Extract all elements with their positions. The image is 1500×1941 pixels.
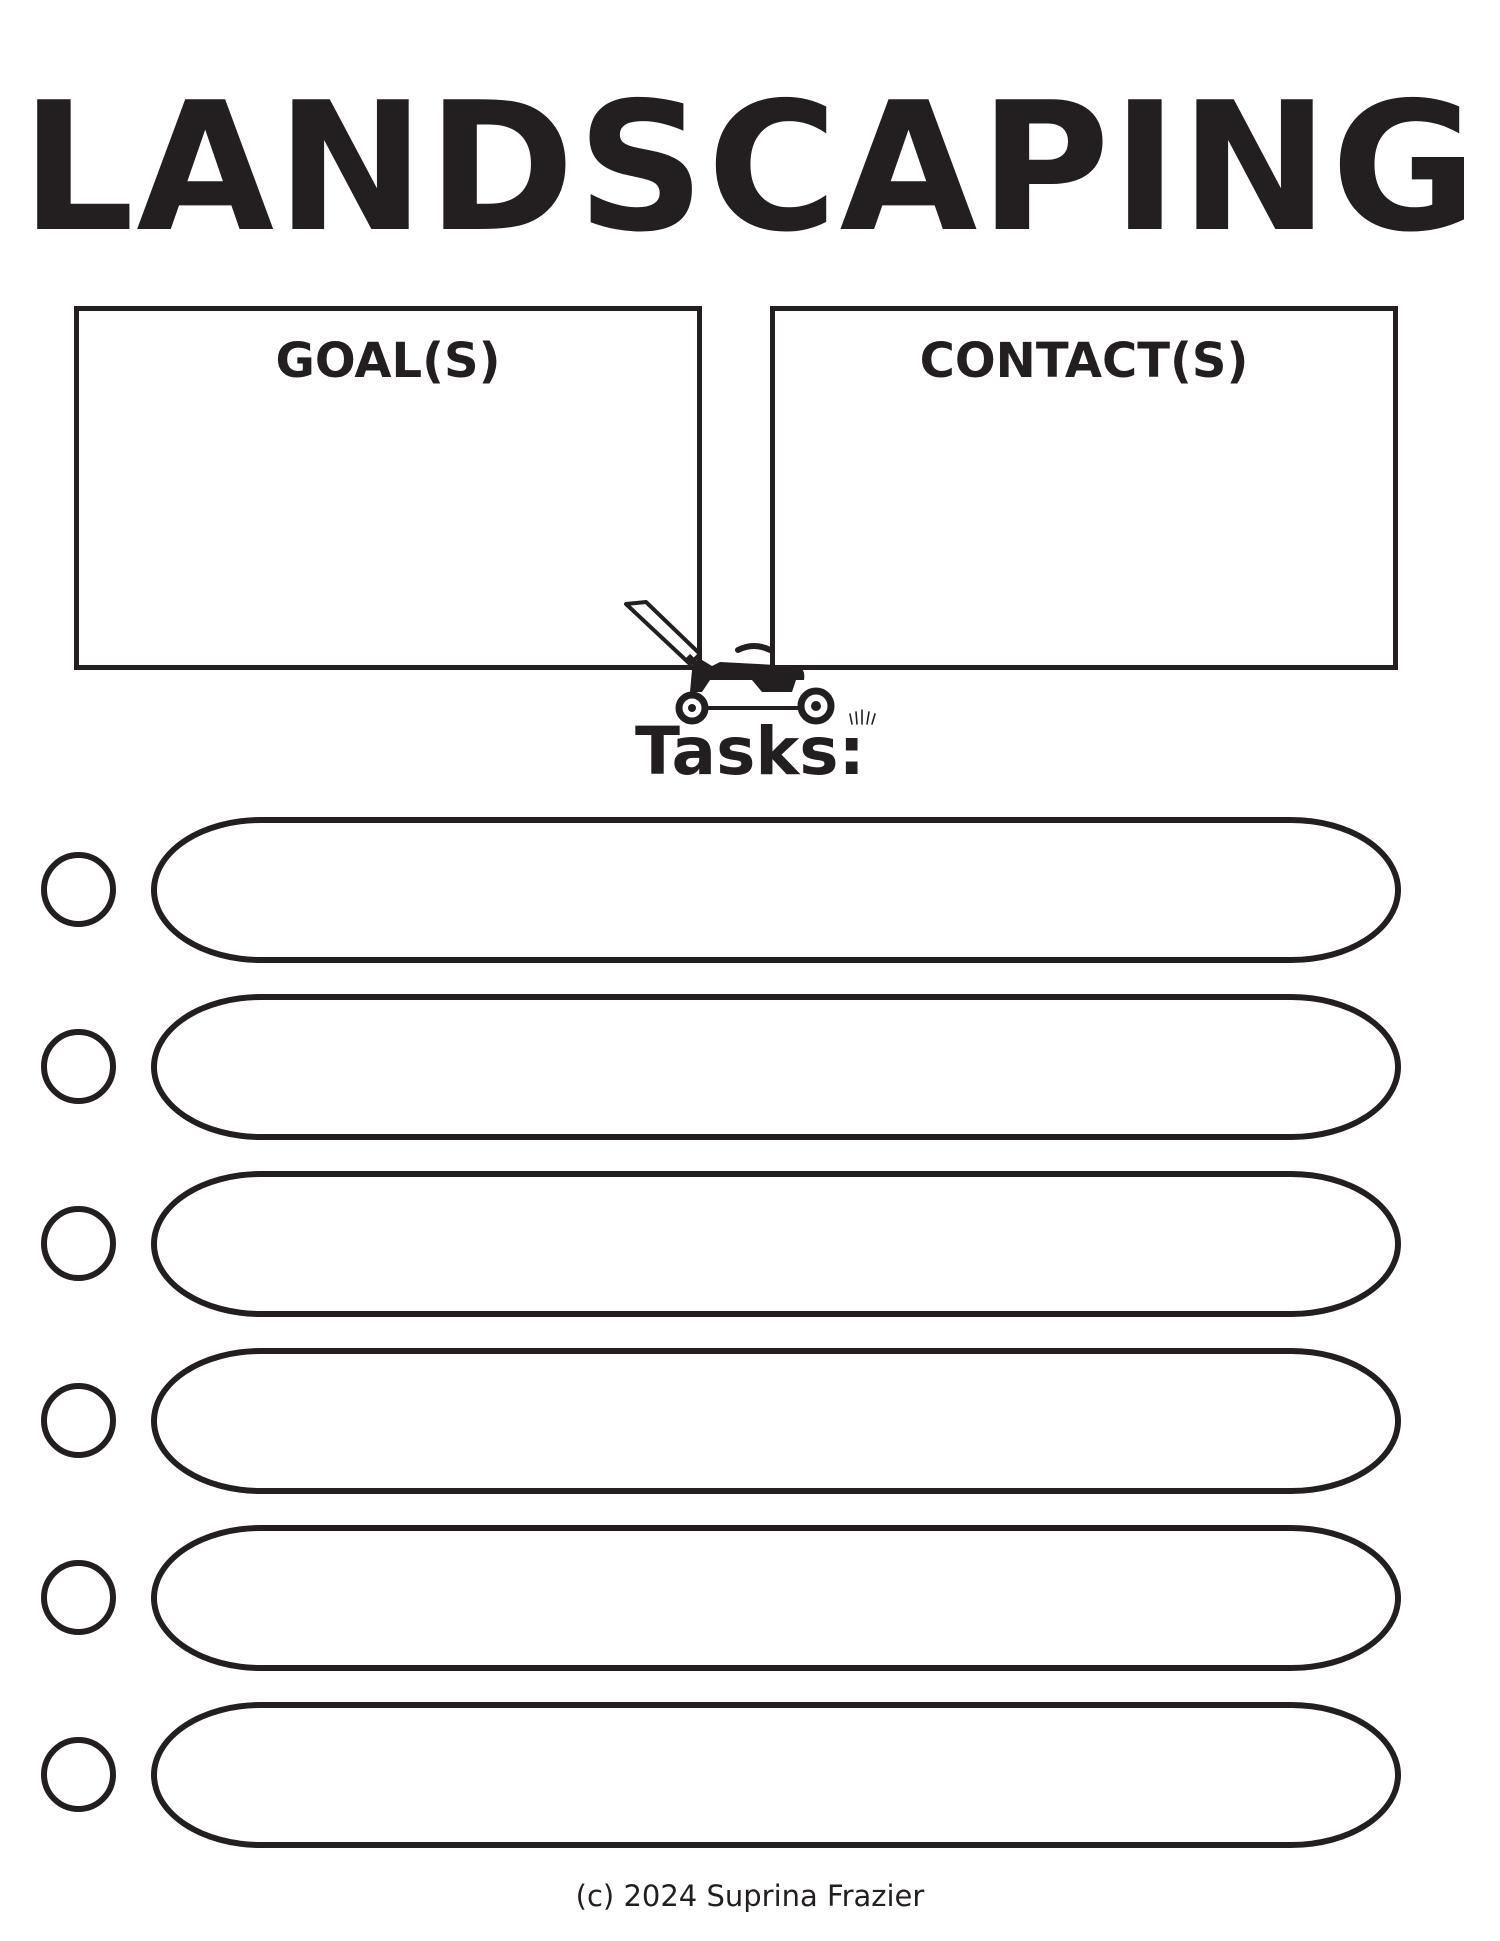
task-field-4[interactable] — [151, 1348, 1401, 1494]
task-checkbox-5[interactable] — [41, 1560, 116, 1635]
task-row — [0, 810, 1500, 963]
task-row — [0, 1164, 1500, 1317]
task-row — [0, 1518, 1500, 1671]
task-row — [0, 1695, 1500, 1848]
task-field-6[interactable] — [151, 1702, 1401, 1848]
task-row — [0, 1341, 1500, 1494]
task-row — [0, 987, 1500, 1140]
page-title: LANDSCAPING — [20, 64, 1480, 271]
goals-label: GOAL(S) — [275, 333, 501, 389]
task-checkbox-1[interactable] — [41, 852, 116, 927]
task-checkbox-6[interactable] — [41, 1737, 116, 1812]
task-checkbox-4[interactable] — [41, 1383, 116, 1458]
contacts-box[interactable]: CONTACT(S) — [770, 306, 1398, 670]
goals-box[interactable]: GOAL(S) — [74, 306, 702, 670]
task-field-5[interactable] — [151, 1525, 1401, 1671]
copyright-footer: (c) 2024 Suprina Frazier — [575, 1879, 925, 1913]
task-checkbox-3[interactable] — [41, 1206, 116, 1281]
task-checkbox-2[interactable] — [41, 1029, 116, 1104]
contacts-label: CONTACT(S) — [919, 333, 1249, 389]
lawn-mower-icon — [624, 600, 876, 725]
task-field-2[interactable] — [151, 994, 1401, 1140]
task-field-3[interactable] — [151, 1171, 1401, 1317]
tasks-heading: Tasks: — [635, 713, 865, 790]
task-field-1[interactable] — [151, 817, 1401, 963]
